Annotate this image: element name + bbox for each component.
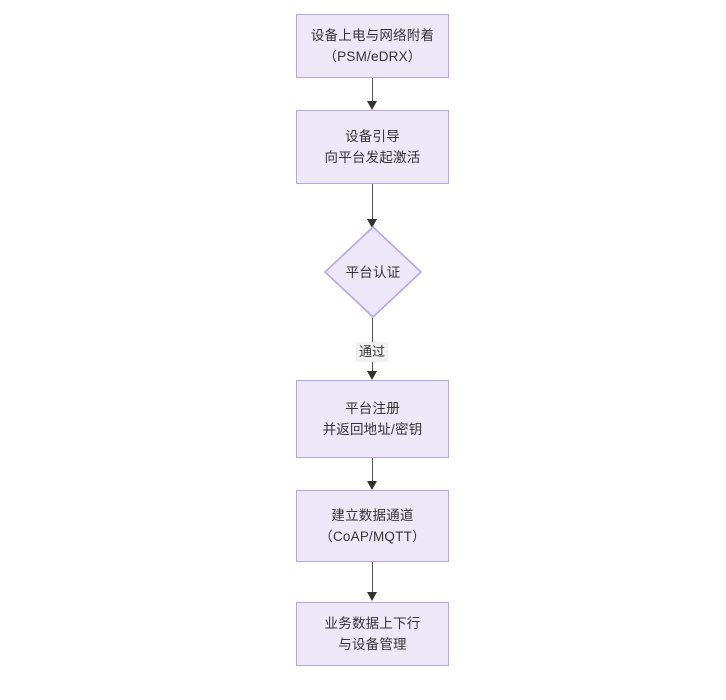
arrow-head-icon [367, 101, 377, 110]
arrow-head-icon [367, 592, 377, 601]
flow-node-device-power-on[interactable]: 设备上电与网络附着 （PSM/eDRX） [296, 14, 449, 78]
edge-line [372, 562, 374, 595]
edge-line [372, 184, 374, 227]
flow-node-device-bootstrap[interactable]: 设备引导 向平台发起激活 [296, 110, 449, 184]
flow-node-business-data[interactable]: 业务数据上下行 与设备管理 [296, 602, 449, 666]
node-text-line: 平台注册 [345, 401, 400, 416]
arrow-head-icon [367, 371, 377, 380]
flow-node-platform-register[interactable]: 平台注册 并返回地址/密钥 [296, 380, 449, 458]
edge-line [372, 318, 374, 378]
edge-label-pass: 通过 [355, 342, 389, 362]
flow-node-platform-auth-decision[interactable]: 平台认证 [324, 226, 422, 318]
node-text-line: 并返回地址/密钥 [322, 422, 423, 437]
node-text-line: 建立数据通道 [331, 508, 414, 523]
node-text-line: 业务数据上下行 [324, 616, 421, 631]
node-text-line: （PSM/eDRX） [323, 49, 422, 64]
arrow-head-icon [367, 481, 377, 490]
node-text-line: 设备引导 [345, 129, 400, 144]
flow-node-data-channel[interactable]: 建立数据通道 （CoAP/MQTT） [296, 490, 449, 562]
node-text-line: 设备上电与网络附着 [310, 28, 435, 43]
diamond-shape-icon [324, 226, 422, 318]
node-text-line: （CoAP/MQTT） [319, 529, 426, 544]
edge-line [372, 458, 374, 483]
node-text-line: 向平台发起激活 [324, 150, 421, 165]
node-text-line: 与设备管理 [338, 637, 407, 652]
edge-line [372, 78, 374, 103]
